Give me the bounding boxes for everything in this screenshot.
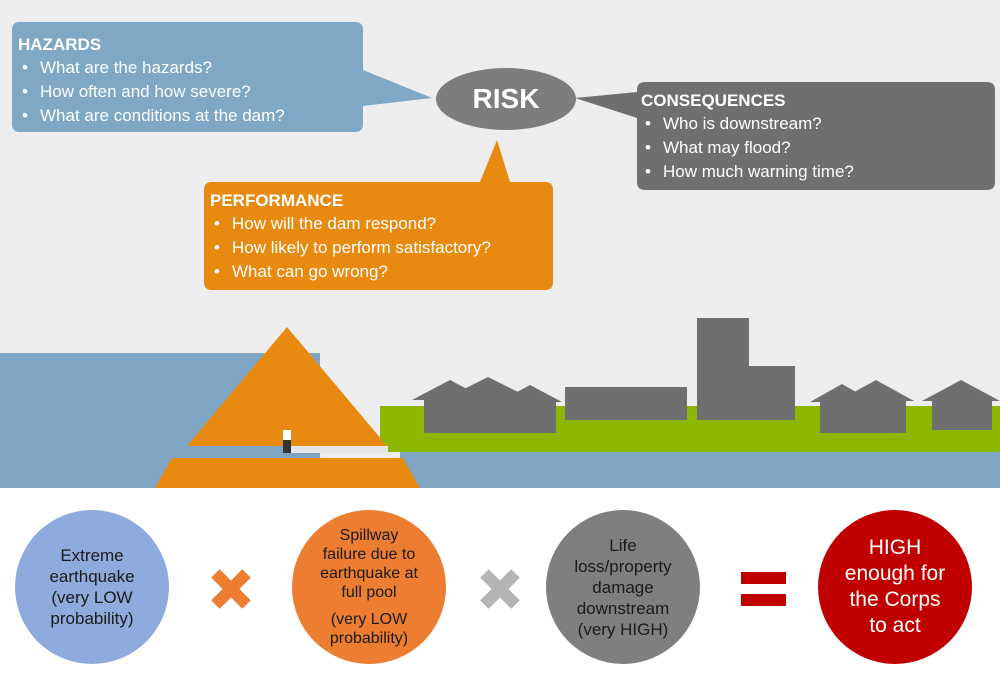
- hazards-item: What are the hazards?: [18, 56, 285, 80]
- risk-label: RISK: [472, 83, 540, 114]
- hazards-item: How often and how severe?: [18, 80, 285, 104]
- circle-line: the Corps: [849, 588, 941, 611]
- house-3: [498, 385, 562, 433]
- circle-line: HIGH: [868, 536, 922, 559]
- consequences-title: CONSEQUENCES: [641, 91, 786, 110]
- hazards-callout: HAZARDS What are the hazards? How often …: [18, 34, 285, 128]
- result-circle: HIGH enough for the Corps to act: [818, 510, 972, 664]
- circle-line: (very LOW: [51, 588, 133, 607]
- circle-line: downstream: [576, 598, 670, 618]
- circle-line: loss/property: [574, 556, 672, 576]
- dam-base: [155, 458, 420, 488]
- multiply-icon-1: [211, 569, 251, 609]
- circle-line: earthquake: [49, 567, 135, 586]
- multiply-icon-2: [480, 569, 520, 609]
- spillway-gate-bottom: [283, 440, 291, 453]
- tall-building: [697, 318, 749, 420]
- equals-icon: [741, 572, 786, 606]
- long-building: [565, 387, 687, 420]
- performance-item: How will the dam respond?: [210, 212, 491, 236]
- circle-line: full pool: [341, 584, 397, 601]
- circle-line: Spillway: [339, 527, 399, 544]
- circle-line: Extreme: [60, 546, 124, 565]
- mid-building: [747, 366, 795, 420]
- circle-line: probability): [329, 630, 409, 647]
- consequences-list: Who is downstream? What may flood? How m…: [641, 112, 854, 184]
- house-6: [922, 380, 1000, 430]
- consequences-item: What may flood?: [641, 136, 854, 160]
- circle-line: (very LOW: [330, 611, 408, 628]
- hazards-item: What are conditions at the dam?: [18, 104, 285, 128]
- performance-probability-circle: Spillway failure due to earthquake at fu…: [292, 510, 446, 664]
- circle-line: earthquake at: [320, 565, 418, 582]
- risk-ellipse: [436, 68, 576, 130]
- performance-title: PERFORMANCE: [210, 191, 344, 210]
- hazards-list: What are the hazards? How often and how …: [18, 56, 285, 128]
- hazard-probability-circle: Extreme earthquake (very LOW probability…: [15, 510, 169, 664]
- circle-line: failure due to: [322, 546, 416, 563]
- circle-line: to act: [869, 614, 921, 637]
- performance-item: How likely to perform satisfactory?: [210, 236, 491, 260]
- consequences-callout: CONSEQUENCES Who is downstream? What may…: [641, 90, 854, 184]
- circle-line: (very HIGH): [577, 619, 669, 639]
- downstream-buildings: [412, 318, 1000, 433]
- spillway-gate-top: [283, 430, 291, 440]
- performance-item: What can go wrong?: [210, 260, 491, 284]
- consequences-item: Who is downstream?: [641, 112, 854, 136]
- circle-line: probability): [50, 609, 134, 628]
- spillway-conduit: [288, 446, 388, 453]
- consequences-item: How much warning time?: [641, 160, 854, 184]
- circle-line: Life: [609, 535, 637, 555]
- downstream-water: [400, 452, 1000, 488]
- house-5: [838, 380, 914, 433]
- hazards-title: HAZARDS: [18, 35, 102, 54]
- performance-list: How will the dam respond? How likely to …: [210, 212, 491, 284]
- circle-line: enough for: [844, 562, 946, 585]
- circle-line: damage: [592, 577, 654, 597]
- consequence-circle: Life loss/property damage downstream (ve…: [546, 510, 700, 664]
- dam-embankment: [187, 327, 387, 446]
- performance-callout: PERFORMANCE How will the dam respond? Ho…: [210, 190, 491, 284]
